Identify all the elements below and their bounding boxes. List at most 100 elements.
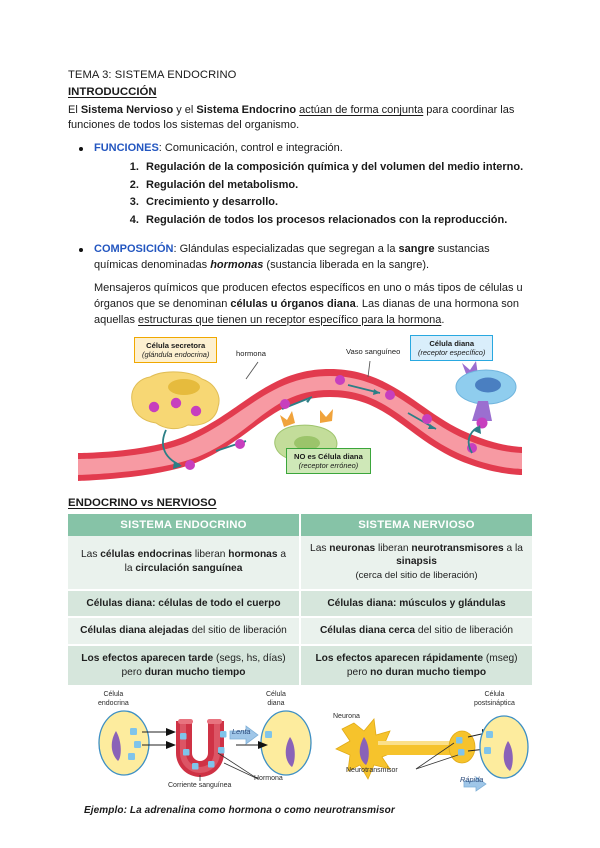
arrow-head-c — [258, 741, 268, 750]
composicion-label: COMPOSICIÓN — [94, 242, 174, 255]
funciones-item-2: Regulación del metabolismo. — [142, 177, 532, 194]
secretory-cell — [131, 371, 220, 429]
c6-t1: del sitio de liberación — [415, 625, 514, 637]
c4-b1: Células diana: músculos y glándulas — [327, 597, 506, 609]
celula-diana-line2: (receptor específico) — [418, 348, 486, 358]
hormona-leaders — [217, 753, 259, 780]
section-heading-endocrino-vs-nervioso: ENDOCRINO vs NERVIOSO — [68, 496, 217, 509]
axon-highlight — [378, 741, 456, 746]
funciones-item-4: Regulación de todos los procesos relacio… — [142, 212, 532, 229]
neuron-soma — [335, 718, 397, 781]
document-title: TEMA 3: SISTEMA ENDOCRINO — [68, 69, 237, 81]
composicion-bi1: hormonas — [210, 258, 264, 271]
cell-endocrino-2: Células diana: células de todo el cuerpo — [68, 589, 301, 619]
label-hormona: hormona — [236, 348, 266, 358]
label-lenta: Lenta — [232, 727, 251, 737]
figure-hormone-transport: Célula secretora (glándula endocrina) Cé… — [68, 334, 532, 487]
c1-t2: liberan — [192, 549, 229, 561]
comp-p2-t3: . — [441, 313, 445, 326]
cell-endocrino-4: Los efectos aparecen tarde (segs, hs, dí… — [68, 645, 301, 688]
table-row: Los efectos aparecen tarde (segs, hs, dí… — [68, 645, 532, 688]
c7-t1: (segs, hs, días) pero — [121, 653, 286, 678]
celula-secretora-line1: Célula secretora — [146, 340, 206, 350]
label-corriente-sanguinea: Corriente sanguínea — [168, 782, 232, 790]
intro-b1: Sistema Nervioso — [80, 103, 174, 116]
c2-t3: a la — [503, 542, 523, 554]
figure-caption: Ejemplo: La adrenalina como hormona o co… — [84, 805, 395, 817]
intro-t2: y el — [173, 103, 197, 116]
c1-b1: células endocrinas — [100, 549, 192, 561]
c6-b1: Células diana cerca — [319, 625, 416, 637]
table-header-row: SISTEMA ENDOCRINO SISTEMA NERVIOSO — [68, 513, 532, 536]
column-header-sistema-nervioso: SISTEMA NERVIOSO — [300, 513, 532, 536]
c2-t1: Las — [310, 542, 330, 554]
cell-endocrino-3: Células diana alejadas del sitio de libe… — [68, 617, 301, 647]
funciones-item-3: Crecimiento y desarrollo. — [142, 194, 532, 211]
blood-vessel-u — [176, 719, 224, 778]
label-vaso-sanguineo: Vaso sanguíneo — [346, 346, 401, 356]
vaso-leader — [367, 360, 371, 377]
hormona-leader — [245, 361, 259, 379]
neurotransmitter-granules — [456, 737, 465, 756]
intro-b2: Sistema Endocrino — [196, 103, 297, 116]
c7-b1: Los efectos aparecen tarde — [81, 653, 214, 665]
composicion-t3: (sustancia liberada en la sangre). — [263, 258, 430, 271]
table-row: Las células endocrinas liberan hormonas … — [68, 535, 532, 591]
intro-t3: para coordinar las funciones de todos lo… — [68, 103, 515, 132]
c2-b1: neuronas — [329, 542, 376, 554]
c8-b1: Los efectos aparecen rápidamente — [315, 653, 484, 665]
c3-b1: Células diana: células de todo el cuerpo — [86, 597, 281, 609]
bullet-item-composicion: COMPOSICIÓN: Glándulas especializadas qu… — [68, 242, 532, 274]
label-box-celula-diana: Célula diana (receptor específico) — [410, 334, 494, 362]
label-box-no-es-celula-diana: NO es Célula diana (receptor erróneo) — [286, 447, 371, 475]
arrow-head-b — [166, 741, 176, 750]
table-row: Células diana alejadas del sitio de libe… — [68, 617, 532, 647]
c2-t2: liberan — [375, 542, 412, 554]
funciones-numbered-list: Regulación de la composición química y d… — [94, 159, 532, 229]
c2-b3: sinapsis — [396, 556, 437, 568]
label-rapida: Rápida — [460, 775, 484, 785]
c5-t1: del sitio de liberación — [188, 625, 287, 637]
comparison-table: SISTEMA ENDOCRINO SISTEMA NERVIOSO Las c… — [68, 513, 532, 688]
bullet-list-composicion: COMPOSICIÓN: Glándulas especializadas qu… — [68, 242, 532, 274]
secretion-arrow-head — [173, 460, 182, 469]
vessel-lumen — [78, 375, 522, 475]
arrow-head-a — [166, 728, 176, 737]
celula-diana-line1: Célula diana — [429, 338, 475, 348]
c1-t1: Las — [81, 549, 101, 561]
label-hormona-bottom: Hormona — [254, 775, 283, 783]
intro-paragraph: El Sistema Nervioso y el Sistema Endocri… — [68, 103, 532, 134]
column-header-sistema-endocrino: SISTEMA ENDOCRINO — [68, 513, 301, 536]
cell-nervioso-3: Células diana cerca del sitio de liberac… — [300, 617, 532, 647]
endocrine-secretion-arrows — [142, 731, 168, 746]
c1-t3: a la — [124, 549, 286, 575]
no-celula-diana-line2: (receptor erróneo) — [298, 461, 359, 471]
funciones-text: : Comunicación, control e integración. — [158, 142, 343, 155]
axon-terminal — [448, 731, 476, 764]
endocrine-cell — [98, 710, 150, 777]
uptake-arrow — [467, 425, 479, 454]
comp-p2-t1: Mensajeros químicos que producen efectos… — [94, 281, 523, 310]
c1-b2: hormonas — [228, 549, 278, 561]
hormone-particles — [185, 374, 477, 470]
label-box-celula-secretora: Célula secretora (glándula endocrina) — [134, 336, 218, 364]
neurotransmisor-leaders — [415, 743, 459, 770]
hormone-granules-vessel — [180, 731, 227, 770]
target-cell-endocrine — [260, 710, 312, 777]
lenta-arrow — [229, 725, 259, 746]
composicion-b1: sangre — [398, 242, 435, 255]
document-content: TEMA 3: SISTEMA ENDOCRINO INTRODUCCIÓN E… — [68, 68, 532, 816]
funciones-item-1: Regulación de la composición química y d… — [142, 159, 532, 176]
intro-u1: actúan de forma conjunta — [299, 103, 424, 116]
label-neurona: Neurona — [333, 713, 360, 721]
bullet-item-funciones: FUNCIONES: Comunicación, control e integ… — [68, 141, 532, 229]
cell-nervioso-1: Las neuronas liberan neurotransmisores a… — [300, 535, 532, 591]
target-cell — [455, 360, 517, 429]
table-row: Células diana: células de todo el cuerpo… — [68, 589, 532, 619]
c2-note: (cerca del sitio de liberación) — [355, 569, 478, 581]
